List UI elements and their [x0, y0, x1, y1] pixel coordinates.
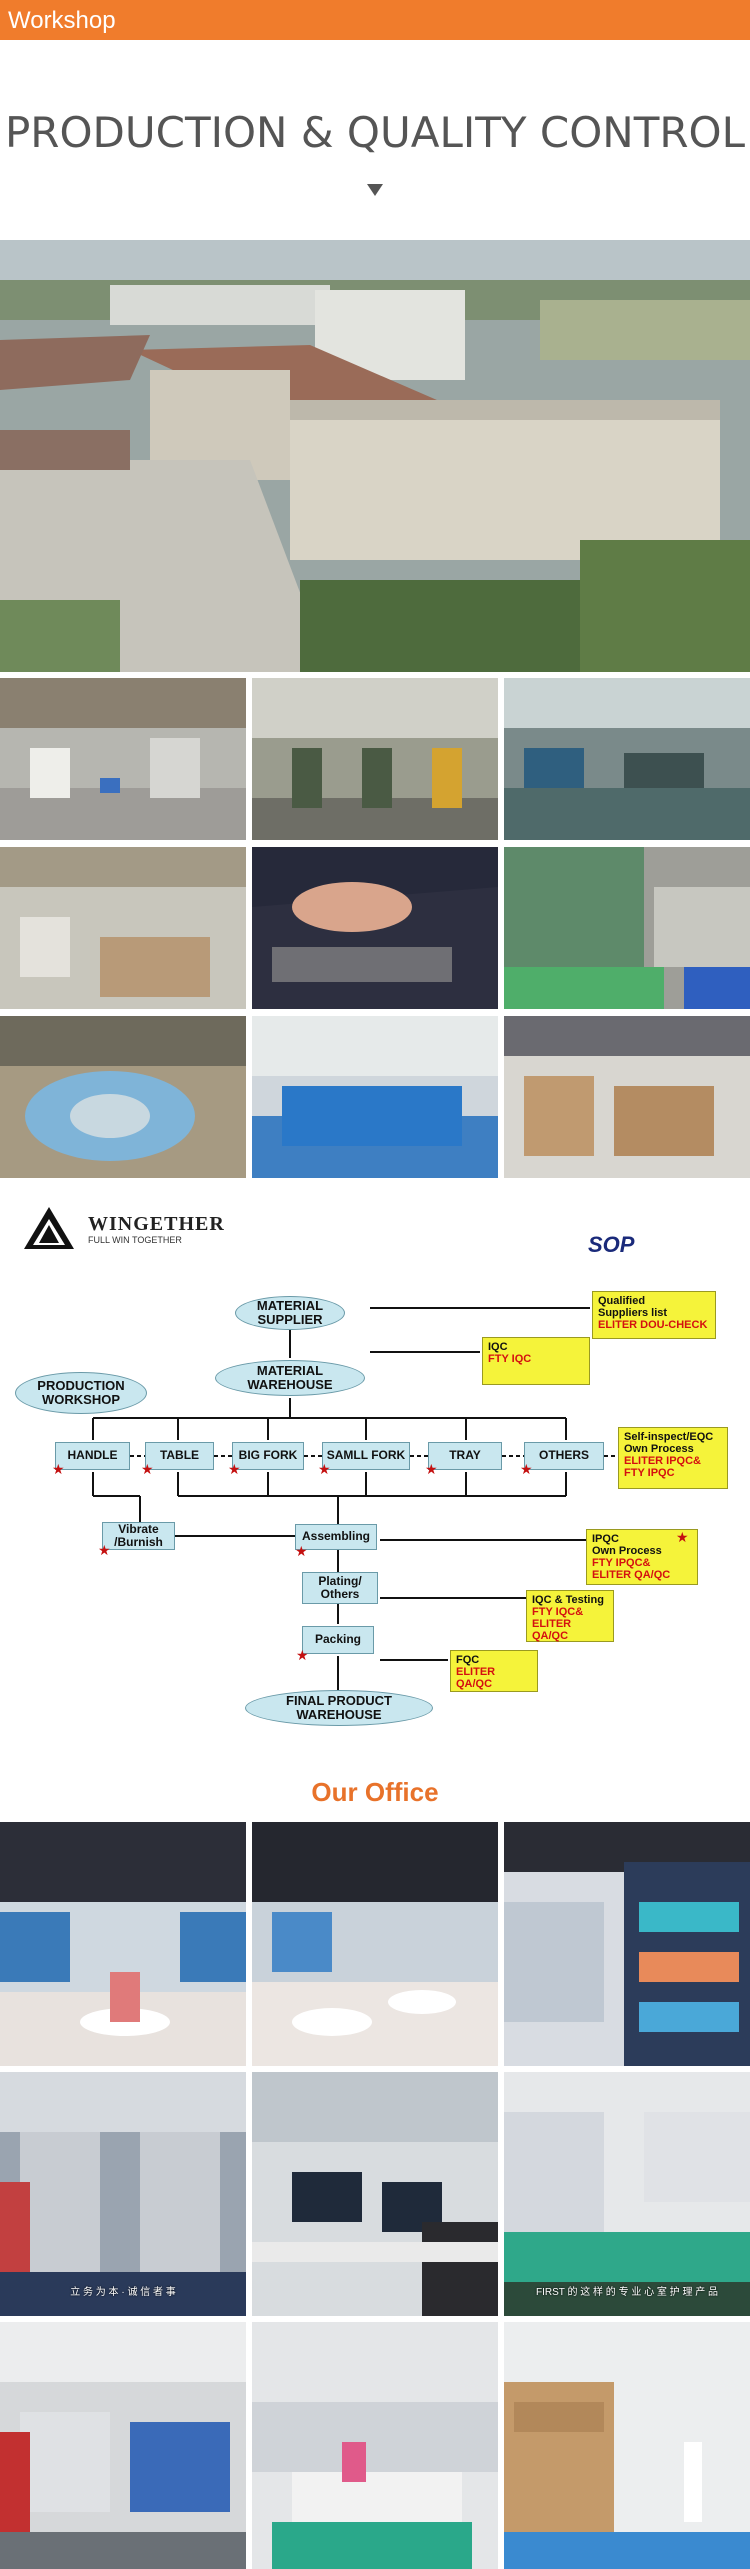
workshop-photo: [252, 1016, 498, 1178]
note-qualified-suppliers: Qualified Suppliers list ELITER DOU-CHEC…: [592, 1291, 716, 1339]
note-text: Self-inspect/EQC: [624, 1431, 714, 1443]
sop-node-packing: Packing: [302, 1626, 374, 1654]
sop-node-small-fork: SAMLL FORK: [322, 1442, 410, 1470]
note-text: FTY IPQC&: [592, 1557, 651, 1570]
note-text: ELITER QA/QC: [532, 1618, 572, 1643]
note-text: ELITER IPQC&: [624, 1455, 702, 1468]
star-icon: ★: [141, 1461, 154, 1477]
note-self-inspect: Self-inspect/EQC Own Process ELITER IPQC…: [618, 1427, 728, 1489]
note-iqc: IQC FTY IQC: [482, 1337, 590, 1385]
page-title: PRODUCTION & QUALITY CONTROL: [4, 108, 746, 157]
note-iqc-testing: IQC & Testing FTY IQC& ELITER QA/QC: [526, 1590, 614, 1642]
star-icon: ★: [295, 1543, 308, 1559]
note-text: ELITER DOU-CHECK: [598, 1319, 708, 1332]
star-icon: ★: [98, 1542, 111, 1558]
office-photo: [0, 1822, 246, 2066]
sop-node-material-supplier: MATERIAL SUPPLIER: [235, 1296, 345, 1330]
note-text: Own Process: [592, 1545, 662, 1558]
office-photo: FIRST 的 这 样 的 专 业 心 室 护 理 产 品: [504, 2072, 750, 2316]
note-text: FTY IQC&: [532, 1606, 584, 1619]
workshop-header: Workshop: [0, 0, 750, 40]
sop-node-assembling: Assembling: [295, 1524, 377, 1550]
note-text: Qualified: [598, 1295, 646, 1307]
note-text: Own Process: [624, 1443, 694, 1456]
star-icon: ★: [296, 1647, 309, 1663]
star-icon: ★: [425, 1461, 438, 1477]
factory-aerial-photo: [0, 240, 750, 672]
star-icon: ★: [228, 1461, 241, 1477]
note-text: FTY IPQC: [624, 1467, 675, 1480]
wingether-logo: [22, 1205, 76, 1256]
workshop-photo: [252, 847, 498, 1009]
workshop-photo: [252, 678, 498, 840]
office-photo: [504, 1822, 750, 2066]
office-photo: 立 务 为 本 · 诚 信 者 事: [0, 2072, 246, 2316]
note-text: ELITER QA/QC: [456, 1666, 496, 1691]
office-title: Our Office: [311, 1777, 439, 1807]
workshop-header-label: Workshop: [8, 7, 116, 34]
star-icon: ★: [318, 1461, 331, 1477]
workshop-photo: [504, 847, 750, 1009]
note-text: IQC & Testing: [532, 1594, 604, 1606]
sop-node-vibrate-burnish: Vibrate /Burnish: [102, 1522, 175, 1550]
sop-node-handle: HANDLE: [55, 1442, 130, 1470]
star-icon: ★: [520, 1461, 533, 1477]
brand-name: WINGETHER: [88, 1213, 225, 1235]
note-text: Suppliers list: [598, 1307, 668, 1320]
sop-node-final-product-warehouse: FINAL PRODUCT WAREHOUSE: [245, 1690, 433, 1726]
office-photo: [504, 2322, 750, 2569]
sop-node-table: TABLE: [145, 1442, 214, 1470]
note-fqc: FQC ELITER QA/QC: [450, 1650, 538, 1692]
chevron-down-icon: [367, 184, 383, 196]
workshop-photo: [0, 847, 246, 1009]
sop-node-others: OTHERS: [524, 1442, 604, 1470]
workshop-photo: [504, 678, 750, 840]
note-text: IPQC: [592, 1533, 619, 1545]
sop-connector-lines: [92, 1307, 616, 1690]
office-photo: [252, 2072, 498, 2316]
star-icon: ★: [52, 1461, 65, 1477]
star-icon: ★: [676, 1529, 689, 1545]
note-text: FTY IQC: [488, 1353, 532, 1366]
sop-title: SOP: [588, 1232, 635, 1257]
workshop-photo: [0, 1016, 246, 1178]
photo-caption: FIRST 的 这 样 的 专 业 心 室 护 理 产 品: [535, 2287, 719, 2298]
sop-node-big-fork: BIG FORK: [232, 1442, 304, 1470]
note-ipqc: IPQC Own Process FTY IPQC& ELITER QA/QC: [586, 1529, 698, 1585]
note-text: ELITER QA/QC: [592, 1569, 671, 1582]
office-photo: [0, 2322, 246, 2569]
sop-node-production-workshop: PRODUCTION WORKSHOP: [15, 1372, 147, 1414]
sop-node-material-warehouse: MATERIAL WAREHOUSE: [215, 1360, 365, 1396]
workshop-photo: [0, 678, 246, 840]
sop-node-plating-others: Plating/ Others: [302, 1572, 378, 1604]
photo-caption: 立 务 为 本 · 诚 信 者 事: [70, 2287, 176, 2298]
sop-node-tray: TRAY: [428, 1442, 502, 1470]
note-text: IQC: [488, 1341, 508, 1353]
workshop-photo: [504, 1016, 750, 1178]
note-text: FQC: [456, 1654, 480, 1666]
office-photo: [252, 2322, 498, 2569]
brand-tagline: FULL WIN TOGETHER: [88, 1235, 182, 1245]
office-photo: [252, 1822, 498, 2066]
